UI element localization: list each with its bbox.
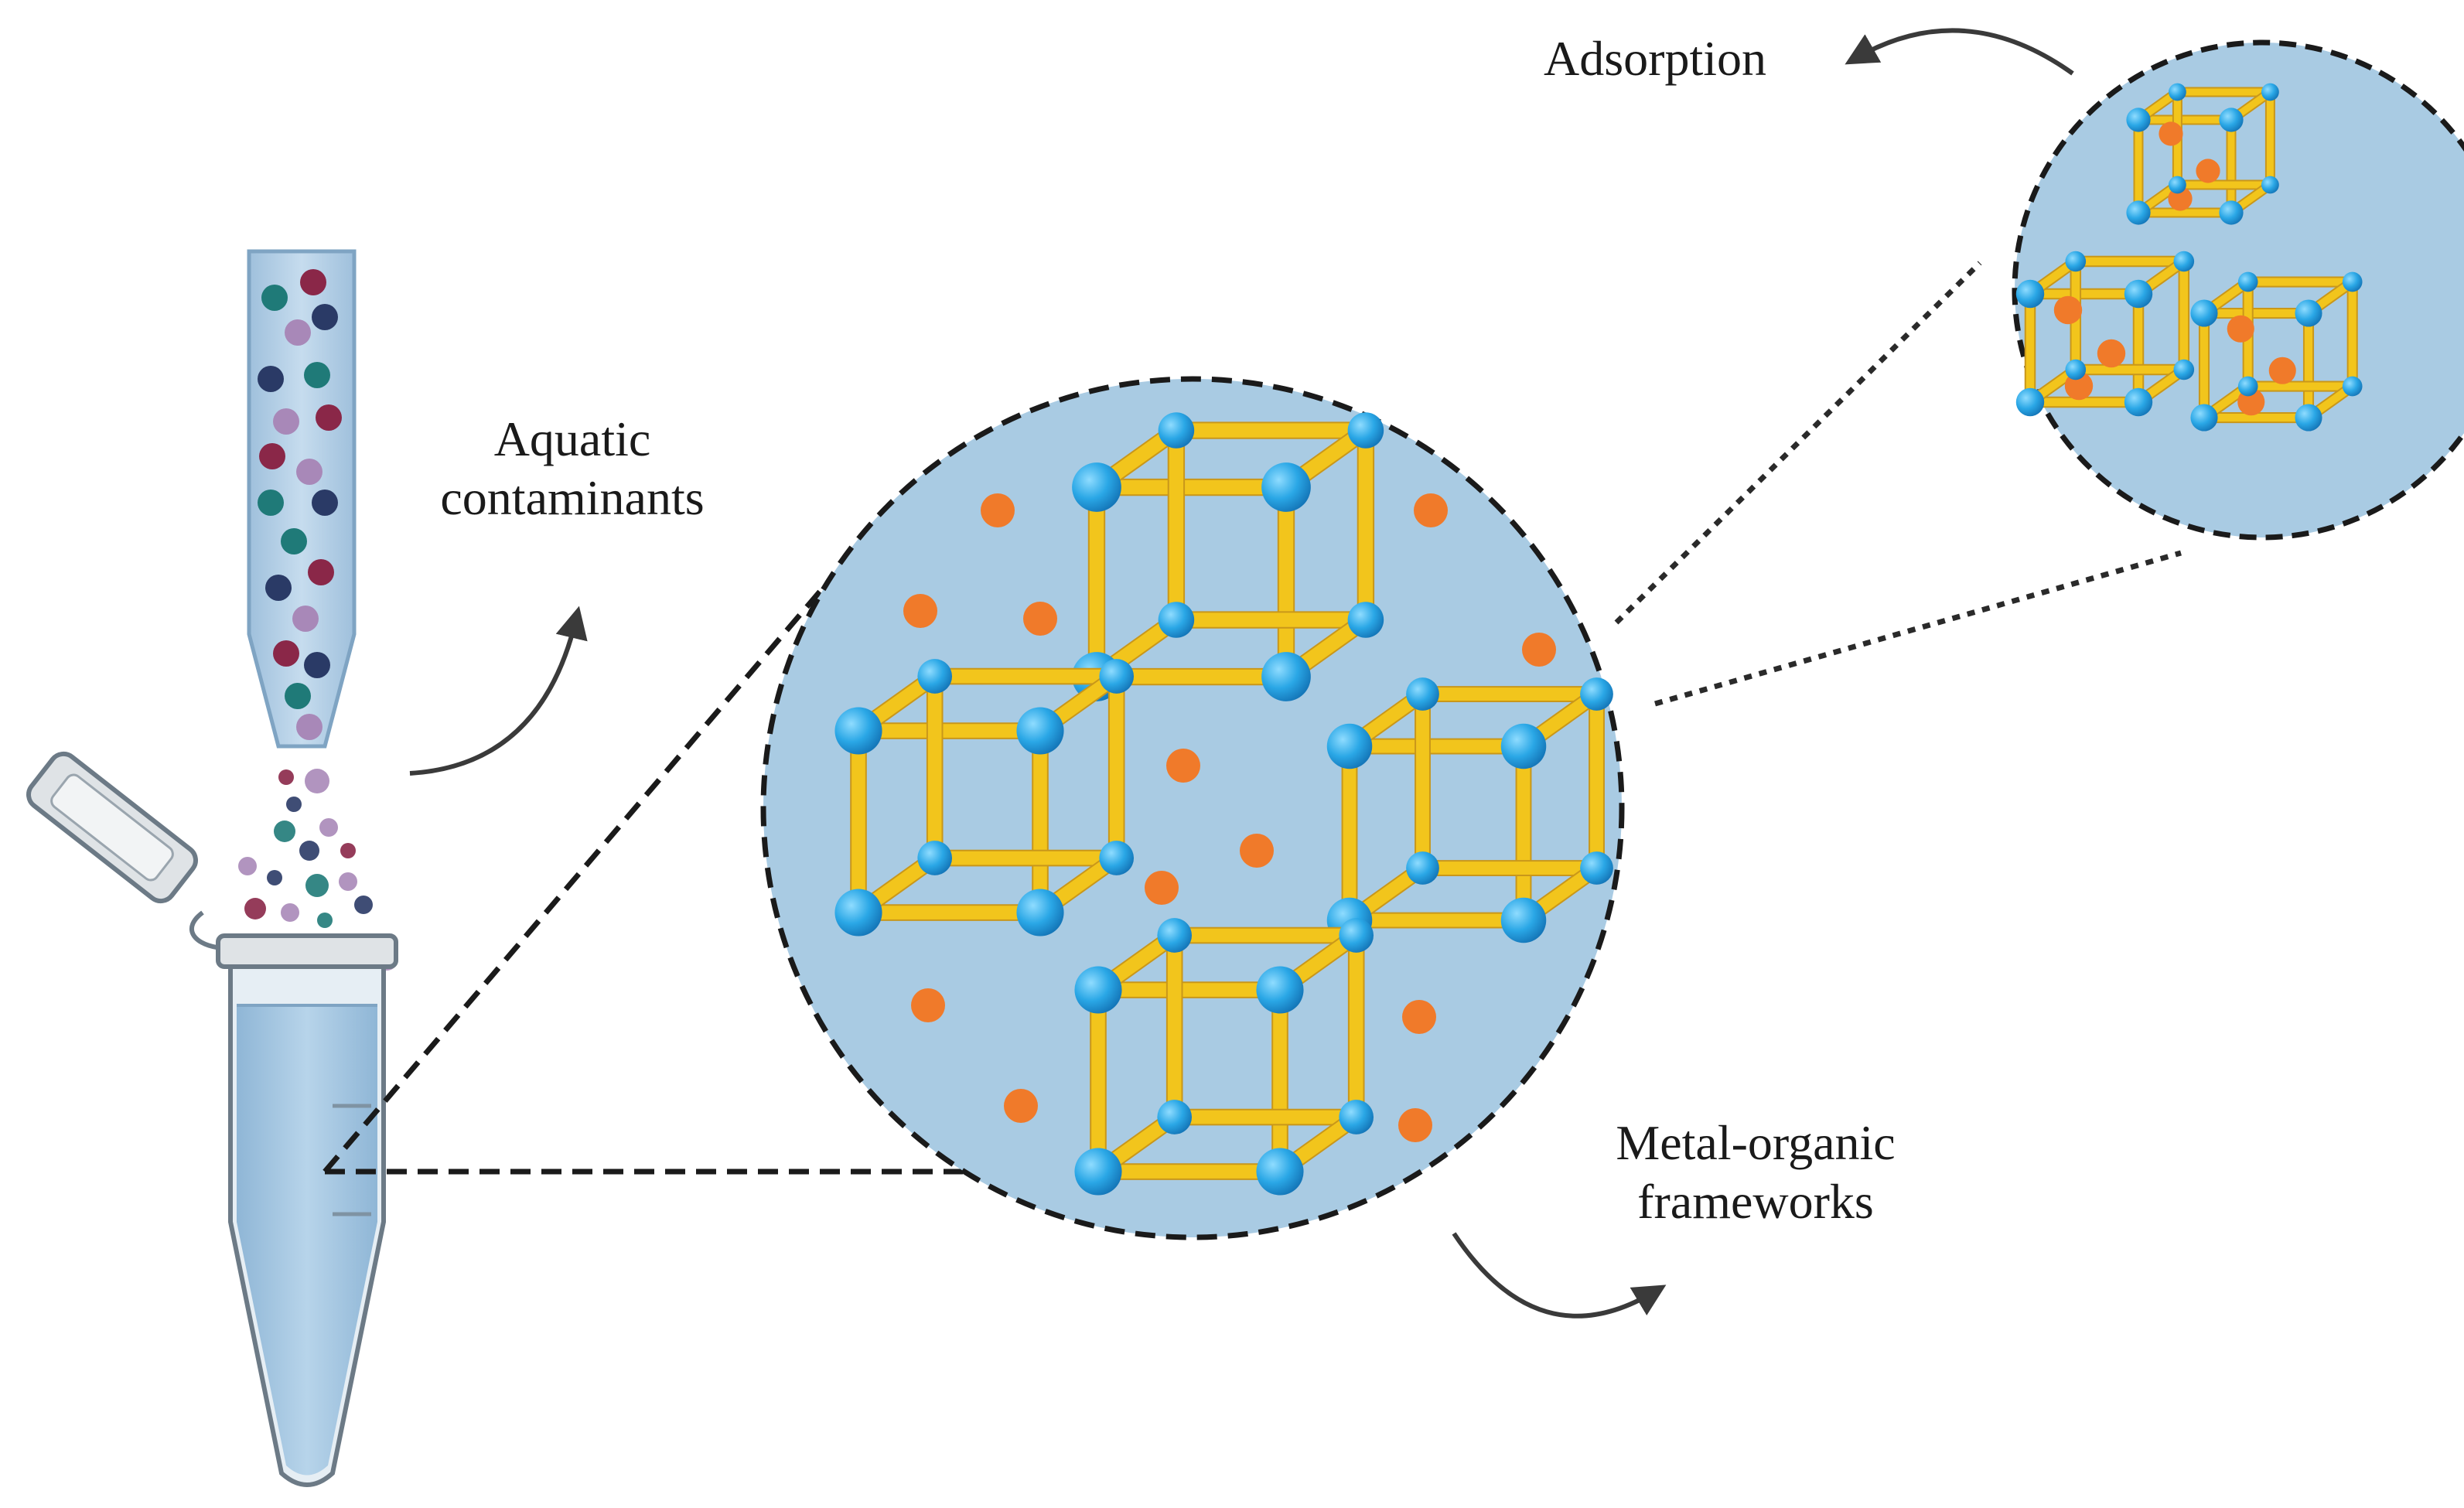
contaminant-dot bbox=[312, 490, 338, 516]
contaminant-dot bbox=[273, 640, 299, 667]
arrow-adsorption-icon bbox=[1845, 28, 2074, 76]
orange-contaminant bbox=[1398, 1108, 1432, 1142]
contaminant-dot bbox=[267, 870, 282, 885]
arrow-mof-icon bbox=[1452, 1232, 1667, 1319]
contaminant-dot bbox=[305, 874, 329, 897]
mof-cubes-with-adsorbed-contaminants bbox=[2015, 83, 2363, 432]
contaminant-dot bbox=[319, 818, 338, 837]
orange-contaminant bbox=[1402, 1000, 1436, 1034]
orange-contaminant bbox=[1522, 633, 1556, 667]
contaminant-dot bbox=[304, 362, 330, 388]
contaminant-dot bbox=[285, 319, 311, 346]
contaminant-dot bbox=[354, 896, 373, 914]
contaminant-dot bbox=[274, 821, 295, 842]
zoom-lines-circle-to-circle bbox=[1614, 261, 2182, 707]
orange-contaminant bbox=[1166, 749, 1200, 783]
contaminant-dot bbox=[285, 683, 311, 709]
orange-contaminants bbox=[903, 493, 1556, 1142]
mof-cube-icon bbox=[2190, 271, 2363, 432]
microcentrifuge-tube-icon bbox=[26, 751, 398, 1487]
mof-cube-icon bbox=[2126, 83, 2279, 225]
contaminant-dot bbox=[258, 490, 284, 516]
contaminant-dot bbox=[273, 408, 299, 435]
contaminant-dot bbox=[265, 575, 292, 601]
label-mof-line2: frameworks bbox=[1637, 1173, 1874, 1229]
label-adsorption: Adsorption bbox=[1544, 31, 1766, 86]
contaminant-dot bbox=[339, 872, 357, 891]
mof-zoom-circle bbox=[760, 376, 1625, 1240]
contaminant-dot bbox=[312, 304, 338, 330]
orange-contaminant bbox=[1240, 834, 1274, 868]
orange-contaminant bbox=[903, 594, 937, 628]
mof-cubes-group bbox=[834, 412, 1613, 1196]
contaminant-dot bbox=[281, 528, 307, 554]
contaminant-dot bbox=[340, 843, 356, 858]
contaminant-dot bbox=[281, 903, 299, 922]
zoom-lines-tube-to-circle bbox=[323, 589, 963, 1175]
label-aquatic-line2: contaminants bbox=[440, 469, 705, 525]
contaminant-dot bbox=[296, 714, 323, 740]
contaminant-dot bbox=[296, 459, 323, 485]
label-aquatic-contaminants: Aquatic contaminants bbox=[371, 410, 773, 527]
mof-cube-icon bbox=[1074, 918, 1374, 1196]
contaminant-dot bbox=[316, 404, 342, 431]
adsorption-zoom-circle bbox=[2012, 39, 2464, 541]
orange-contaminant bbox=[1004, 1089, 1038, 1123]
contaminant-dot bbox=[238, 857, 257, 875]
contaminant-dot bbox=[259, 443, 285, 469]
contaminant-dot bbox=[292, 606, 319, 632]
mof-cube-icon bbox=[1326, 677, 1613, 943]
mof-cube-icon bbox=[834, 659, 1135, 937]
pipette-tip-icon bbox=[247, 249, 357, 749]
contaminant-dot bbox=[258, 366, 284, 392]
orange-contaminant bbox=[1145, 871, 1179, 905]
orange-contaminant bbox=[1414, 493, 1448, 527]
contaminant-dot bbox=[304, 652, 330, 678]
contaminant-dot bbox=[261, 285, 288, 311]
label-metal-organic-frameworks: Metal-organic frameworks bbox=[1539, 1114, 1972, 1230]
contaminant-dot bbox=[286, 797, 302, 812]
orange-contaminant bbox=[1023, 602, 1057, 636]
contaminant-dot bbox=[305, 769, 329, 793]
label-mof-line1: Metal-organic bbox=[1616, 1115, 1896, 1170]
orange-contaminant bbox=[911, 988, 945, 1022]
mof-cube-icon bbox=[2015, 251, 2195, 417]
contaminant-dot bbox=[317, 913, 333, 928]
contaminant-dot bbox=[299, 841, 319, 861]
arrow-aquatic-icon bbox=[409, 606, 588, 776]
contaminant-dot bbox=[300, 269, 326, 295]
orange-contaminant bbox=[981, 493, 1015, 527]
contaminant-dot bbox=[278, 769, 294, 785]
contaminant-dot bbox=[308, 559, 334, 585]
contaminant-dot bbox=[244, 898, 266, 919]
label-aquatic-line1: Aquatic bbox=[493, 411, 651, 466]
contaminant-dots-in-tip bbox=[258, 269, 342, 740]
